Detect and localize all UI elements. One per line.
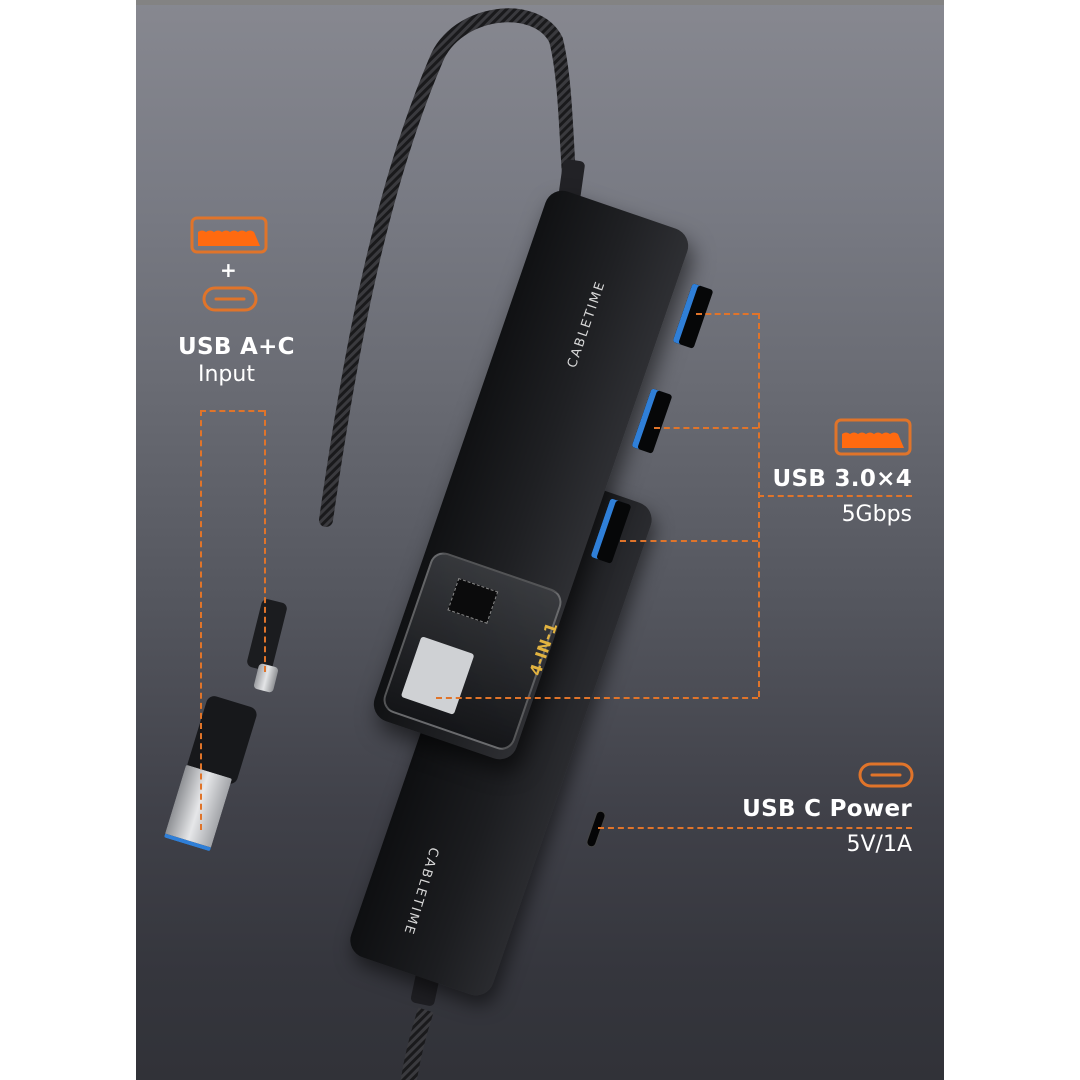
power-subtitle: 5V/1A [846,832,912,857]
input-subtitle: Input [198,362,255,387]
input-callout-line-top [200,410,264,412]
input-callout-line-right [264,410,266,672]
usb3-callout-line-4 [436,697,758,699]
internal-usb-port [400,636,475,715]
usb3-callout-line-1 [696,313,758,315]
power-title: USB C Power [742,796,912,822]
usb-a-port-icon [190,216,268,254]
pcb-chip [447,578,499,624]
usb3-callout-line-2 [654,427,758,429]
power-callout-line [598,827,912,829]
usb3-callout-line-3 [620,540,758,542]
usb-c-port-icon [202,286,258,312]
usb3-title: USB 3.0×4 [772,466,912,492]
usb-a-port-icon [834,418,912,456]
input-plus-sign: + [220,258,238,282]
input-title: USB A+C [178,334,295,360]
usb3-subtitle: 5Gbps [841,502,912,527]
usb3-callout-line-out [758,495,912,497]
input-callout-line-left [200,410,202,830]
usb3-callout-line-vertical [758,313,760,697]
product-background: CABLETIME 4-IN-1 CABLETIME + USB A+C Inp… [136,0,944,1080]
usb-c-port-icon [858,762,914,788]
